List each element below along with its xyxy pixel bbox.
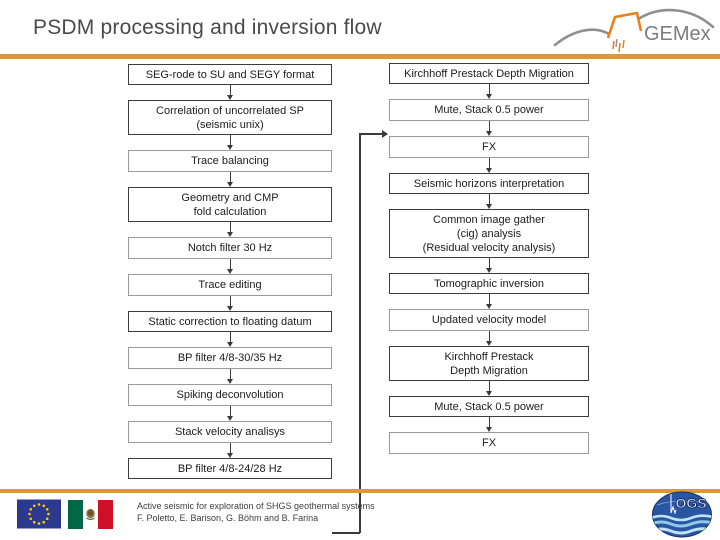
flow-box-label: Notch filter 30 Hz [187, 242, 273, 254]
flow-box: FX [389, 136, 589, 158]
flow-box: Notch filter 30 Hz [128, 237, 332, 259]
flow-box: Common image gather(cig) analysis(Residu… [389, 209, 589, 258]
flow-box: Spiking deconvolution [128, 384, 332, 406]
flow-box: Trace editing [128, 274, 332, 296]
mexico-flag-emblem [86, 508, 95, 521]
flow-box: Tomographic inversion [389, 273, 589, 294]
page-title: PSDM processing and inversion flow [33, 16, 382, 39]
arrow-down-connector [128, 369, 332, 384]
flow-box: FX [389, 432, 589, 454]
footer-caption-line1: Active seismic for exploration of SHGS g… [137, 501, 375, 511]
flow-box-label: fold calculation [193, 205, 267, 218]
flow-box: BP filter 4/8-24/28 Hz [128, 458, 332, 479]
flow-box-label: SEG-rode to SU and SEGY format [145, 68, 315, 81]
ogs-logo: OGS [652, 491, 712, 538]
flow-box-label: Tomographic inversion [433, 277, 545, 290]
flow-box: Stack velocity analisys [128, 421, 332, 443]
flow-box-label: FX [481, 437, 497, 449]
flow-box-label: Geometry and CMP [181, 191, 279, 204]
arrow-down-connector [389, 294, 589, 309]
arrow-down-connector [128, 222, 332, 237]
flow-box-label: Spiking deconvolution [176, 389, 284, 401]
flow-box-label: Updated velocity model [431, 314, 547, 326]
footer-caption-line2: F. Poletto, E. Barison, G. Böhm and B. F… [137, 513, 319, 523]
arrow-down-connector [389, 381, 589, 396]
arrow-down-connector [128, 135, 332, 150]
flow-box: Seismic horizons interpretation [389, 173, 589, 194]
flow-box-label: Trace editing [198, 279, 262, 291]
ogs-logo-text: OGS [675, 495, 706, 511]
header-accent-divider [0, 54, 720, 59]
flow-box-label: Kirchhoff Prestack Depth Migration [404, 67, 574, 80]
arrow-down-connector [389, 194, 589, 209]
footer-accent-divider [0, 489, 720, 493]
gemex-left-hill [553, 28, 611, 47]
arrow-down-connector [389, 331, 589, 346]
flow-box-label: Kirchhoff Prestack [444, 350, 534, 363]
flow-box: Trace balancing [128, 150, 332, 172]
flow-connector-elbow-bottom [332, 532, 360, 534]
arrow-down-connector [389, 158, 589, 173]
flow-box: SEG-rode to SU and SEGY format [128, 64, 332, 85]
flow-box: Mute, Stack 0.5 power [389, 396, 589, 417]
arrow-down-connector [128, 172, 332, 187]
flow-box-label: (Residual velocity analysis) [422, 241, 556, 254]
flow-box: BP filter 4/8-30/35 Hz [128, 347, 332, 369]
flow-box-label: Mute, Stack 0.5 power [434, 104, 544, 116]
flow-box: Updated velocity model [389, 309, 589, 331]
gemex-logo-text: GEMex [644, 23, 711, 45]
flow-box-label: Mute, Stack 0.5 power [434, 400, 544, 413]
eu-flag-stars [28, 503, 50, 525]
flow-box-label: BP filter 4/8-30/35 Hz [177, 352, 283, 364]
flow-box-label: Correlation of uncorrelated SP [156, 104, 304, 117]
arrow-down-connector [389, 84, 589, 99]
flow-box-label: Trace balancing [191, 155, 269, 167]
flow-box-label: Seismic horizons interpretation [413, 177, 565, 190]
flow-box-label: Stack velocity analisys [174, 426, 286, 438]
arrow-right-icon [382, 130, 388, 138]
flow-box: Static correction to floating datum [128, 311, 332, 332]
flow-box-label: BP filter 4/8-24/28 Hz [177, 462, 283, 475]
flow-box: Correlation of uncorrelated SP(seismic u… [128, 100, 332, 135]
flow-box: Kirchhoff Prestack Depth Migration [389, 63, 589, 84]
flow-connector-elbow-vertical [359, 133, 361, 533]
footer-caption: Active seismic for exploration of SHGS g… [137, 500, 375, 524]
arrow-down-connector [128, 296, 332, 311]
arrow-down-connector [128, 443, 332, 458]
flow-connector-elbow-top [359, 133, 382, 135]
mexico-flag-icon [68, 500, 113, 529]
arrow-down-connector [389, 417, 589, 432]
ogs-logo-waves [652, 494, 712, 535]
arrow-down-connector [128, 406, 332, 421]
arrow-down-connector [128, 85, 332, 100]
gemex-seismic-dashes [612, 38, 625, 53]
flow-box-label: Static correction to floating datum [148, 315, 312, 328]
flow-box-label: (cig) analysis [456, 227, 522, 240]
arrow-down-connector [389, 258, 589, 273]
gemex-graben-icon [606, 11, 643, 39]
flow-box-label: (seismic unix) [196, 118, 264, 131]
flow-box-label: Depth Migration [450, 364, 528, 377]
flow-box-label: FX [481, 141, 497, 153]
arrow-down-connector [128, 259, 332, 274]
gemex-right-hill [638, 8, 715, 29]
arrow-down-connector [389, 121, 589, 136]
gemex-logo: GEMex [553, 8, 715, 53]
eu-flag-icon [17, 499, 61, 529]
arrow-down-connector [128, 332, 332, 347]
flow-box-label: Common image gather [433, 213, 545, 226]
flow-box: Mute, Stack 0.5 power [389, 99, 589, 121]
